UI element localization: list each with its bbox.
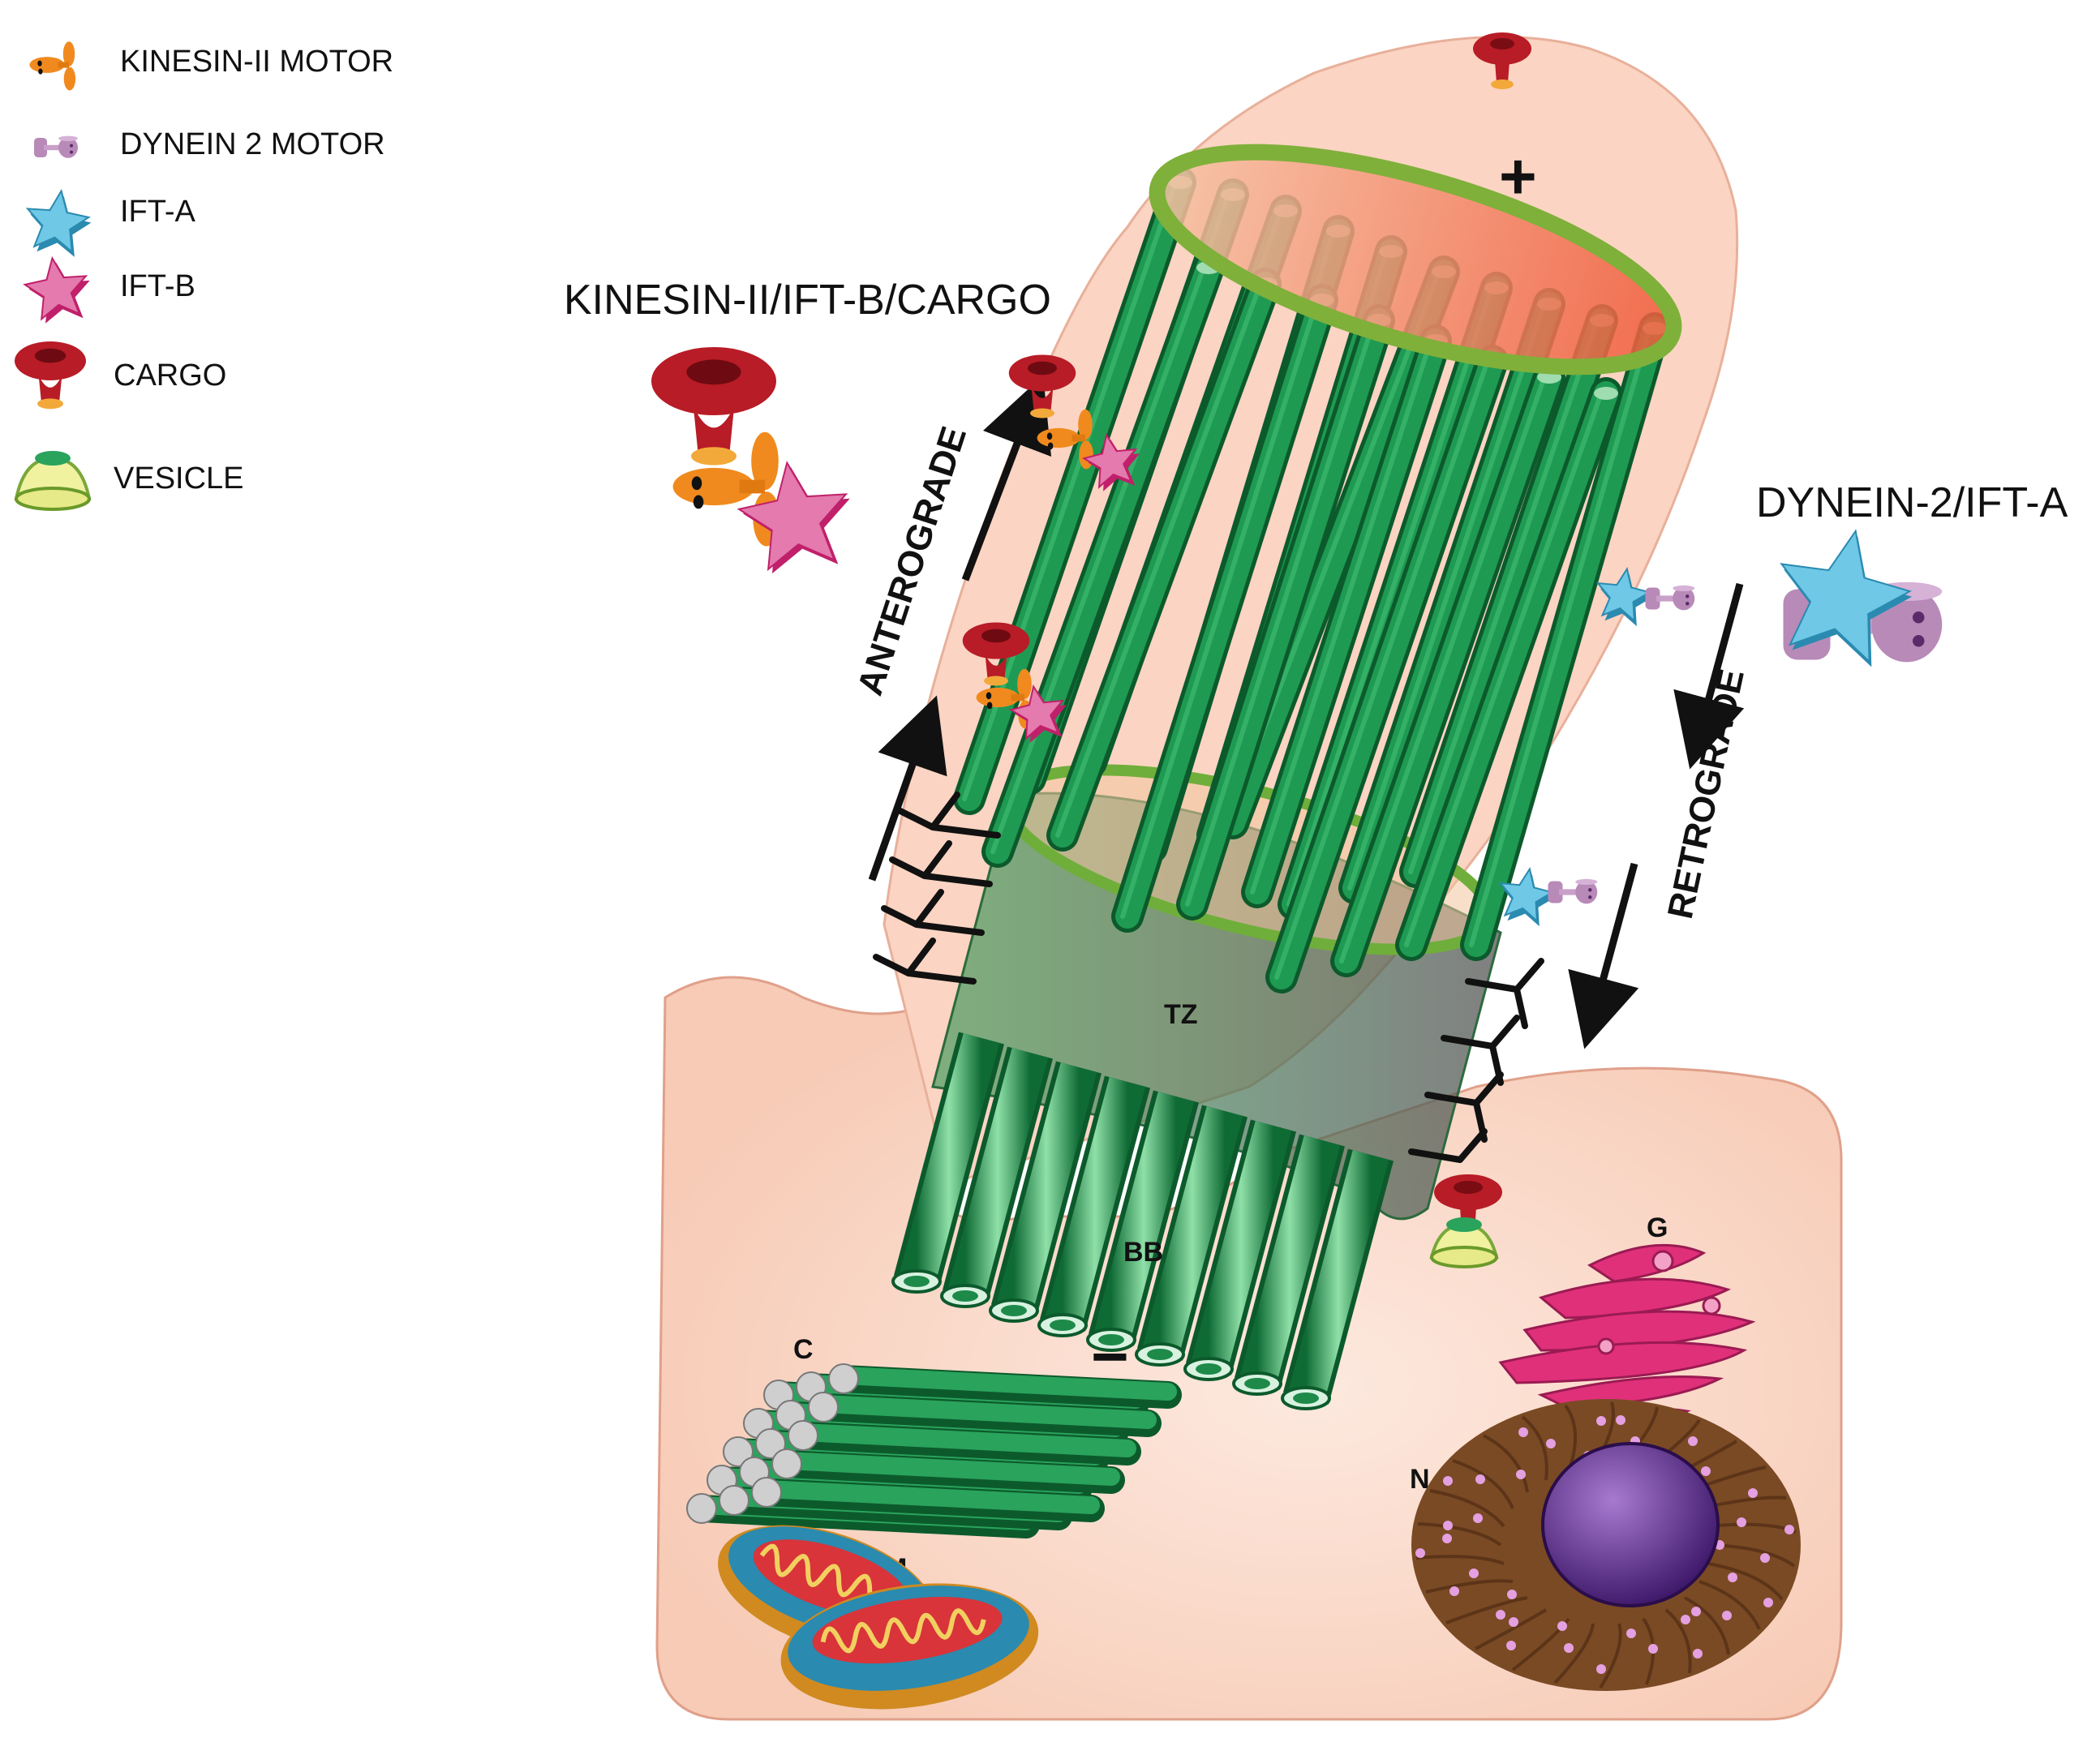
- dynein-complex-title: DYNEIN-2/IFT-A: [1756, 479, 2068, 526]
- y-links-right: [1408, 958, 1544, 1163]
- legend: KINESIN-II MOTOR DYNEIN 2 MOTOR IFT-A IF…: [14, 41, 393, 511]
- legend-label-kinesin: KINESIN-II MOTOR: [120, 45, 393, 79]
- legend-label-dynein: DYNEIN 2 MOTOR: [120, 127, 385, 161]
- mitochondria: [718, 1525, 1039, 1710]
- ift-b-star-icon: [23, 255, 90, 324]
- kinesin-complex-illustration: [651, 347, 850, 574]
- axoneme: [953, 166, 1671, 993]
- legend-label-cargo: CARGO: [114, 358, 226, 393]
- vesicle-cargo-near-base: [1429, 1174, 1502, 1268]
- g-label: G: [1647, 1212, 1668, 1243]
- bb-label: BB: [1123, 1237, 1163, 1268]
- ciliary-tip-cap: [1149, 144, 1682, 375]
- c-label: C: [793, 1334, 814, 1365]
- retrograde-label: RETROGRADE: [1660, 666, 1752, 922]
- ift-a-star-icon: [25, 188, 92, 257]
- vesicle-icon: [14, 451, 92, 511]
- legend-label-ift-b: IFT-B: [120, 269, 195, 303]
- ift-trains: [962, 354, 1695, 927]
- centriole: [686, 1363, 1182, 1538]
- legend-label-ift-a: IFT-A: [120, 195, 196, 229]
- legend-label-vesicle: VESICLE: [114, 461, 244, 496]
- cargo-at-tip: [1473, 32, 1531, 89]
- nucleus: [1411, 1399, 1801, 1691]
- kinesin-complex-title: KINESIN-II/IFT-B/CARGO: [564, 277, 1051, 324]
- dynein-2-motor-icon: [34, 135, 78, 158]
- dynein-complex-illustration: [1780, 529, 1943, 667]
- basal-body: [891, 1032, 1394, 1410]
- tz-label: TZ: [1164, 999, 1198, 1030]
- kinesin-ii-motor-icon: [29, 41, 76, 91]
- retrograde-arrows: [1568, 582, 1745, 1049]
- cargo-icon: [15, 341, 86, 410]
- plus-end-label: +: [1499, 140, 1537, 212]
- anterograde-arrows: [868, 375, 1052, 882]
- y-links-left: [873, 792, 1001, 985]
